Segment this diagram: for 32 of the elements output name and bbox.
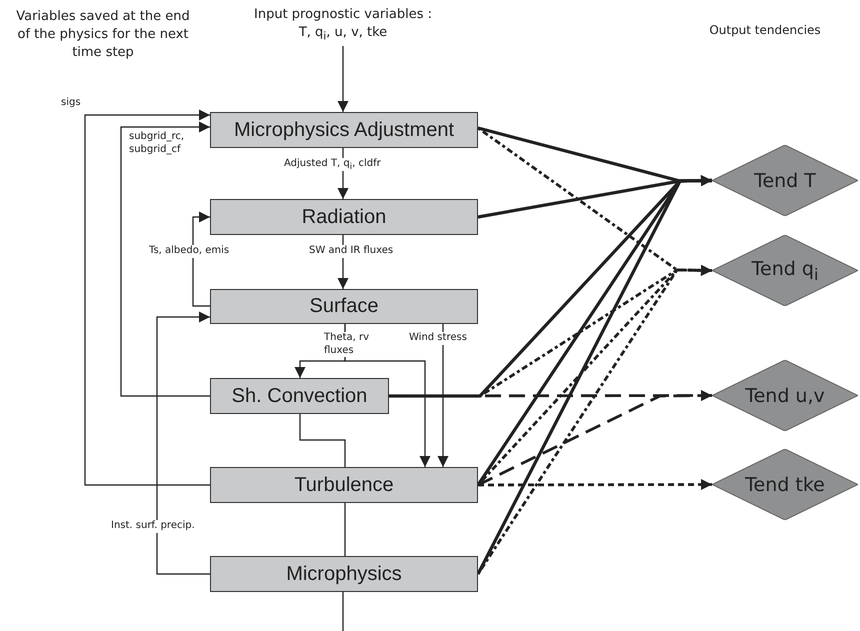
arrow — [344, 324, 430, 467]
connector-line — [342, 592, 344, 631]
arrow — [476, 175, 712, 575]
process-box: Turbulence — [210, 467, 478, 503]
input-label: Input prognostic variables : T, q$_{i}$, u, v, tke — [248, 6, 438, 44]
process-box: Sh. Convection — [210, 378, 389, 414]
arrow — [120, 122, 210, 397]
note-text: Output tendencies — [708, 22, 822, 39]
edge-label: SW and IR fluxes — [308, 245, 394, 258]
arrow — [476, 264, 712, 575]
connector-line — [299, 414, 346, 467]
arrow — [338, 46, 348, 112]
edge-label: Adjusted T, q$_{i}$, cldfr — [283, 158, 382, 172]
edge-label: Ts, albedo, emis — [148, 245, 230, 258]
node-label: Tend tke — [744, 474, 826, 496]
arrow — [192, 212, 210, 307]
connector-line — [344, 503, 346, 556]
note-text: Variables saved at the end of the physics for the next time step — [15, 8, 191, 62]
edge-label: sigs — [60, 97, 82, 110]
edge-label: Inst. surf. precip. — [110, 520, 196, 532]
process-box: Microphysics Adjustment — [210, 112, 478, 148]
node-label: Tend T — [753, 170, 817, 192]
edge-label: Wind stress — [408, 332, 468, 344]
arrow — [478, 479, 712, 490]
node-label: Tend u,v — [744, 384, 826, 406]
arrow — [84, 110, 210, 486]
arrow — [438, 324, 448, 467]
process-box: Microphysics — [210, 556, 478, 592]
process-box: Radiation — [210, 199, 478, 235]
process-box: Surface — [210, 289, 478, 324]
node-label: Tend q$_{i}$ — [750, 258, 820, 284]
arrow — [156, 312, 210, 575]
